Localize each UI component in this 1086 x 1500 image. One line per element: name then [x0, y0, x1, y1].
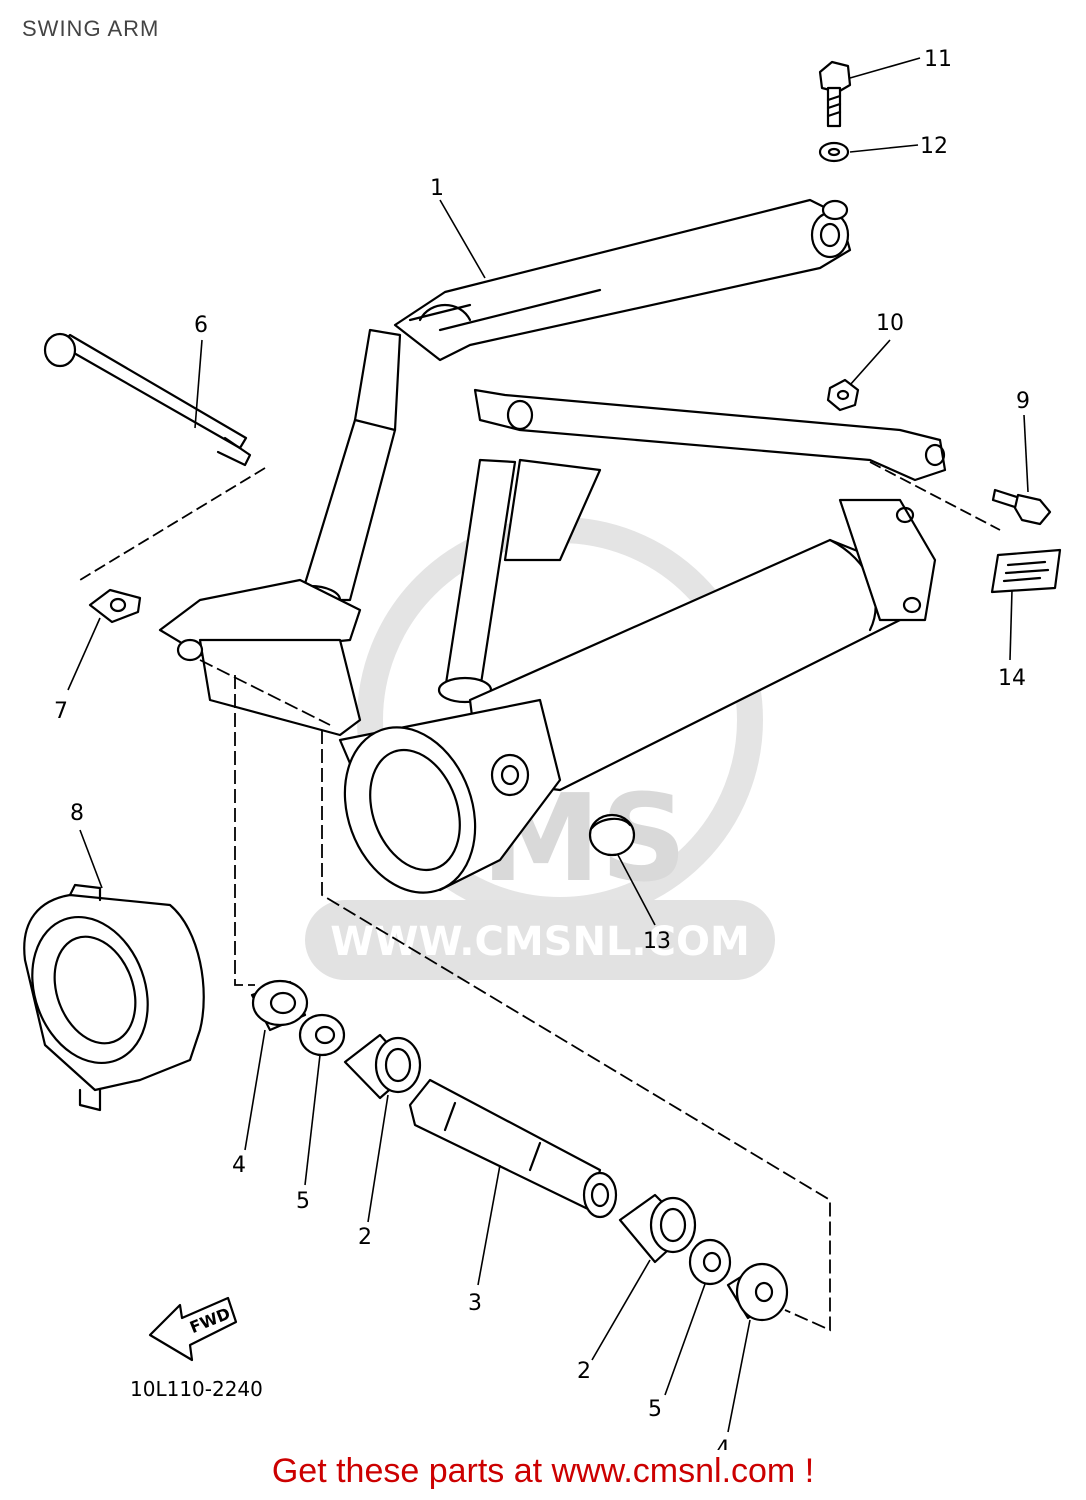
callout-13: 13	[643, 929, 671, 954]
part-3-collar-shaft[interactable]	[408, 1078, 618, 1219]
callout-7: 7	[54, 699, 68, 724]
callout-6: 6	[194, 313, 208, 338]
callout-10: 10	[876, 311, 904, 336]
diagram-title: SWING ARM	[22, 16, 160, 41]
watermark-url: WWW.CMSNL.COM	[330, 919, 750, 965]
callout-labels: 1 11 12 10 6 9 7 14 8 13 4 5 2 3 2 5 4	[54, 47, 1030, 1450]
callout-3: 3	[468, 1291, 482, 1316]
callout-9: 9	[1016, 389, 1030, 414]
part-2-bearing-right[interactable]	[618, 1193, 697, 1264]
part-12-nut[interactable]	[818, 141, 850, 163]
part-1-swing-arm[interactable]	[158, 198, 947, 911]
part-14-label-plate[interactable]	[990, 548, 1062, 594]
callout-1: 1	[430, 176, 444, 201]
callout-8: 8	[70, 801, 84, 826]
callout-5-right: 5	[648, 1397, 662, 1422]
callout-4-right: 4	[716, 1437, 730, 1450]
drawing-code: 10L110-2240	[130, 1377, 263, 1401]
part-8-dust-boot[interactable]	[13, 883, 205, 1112]
callout-11: 11	[924, 47, 952, 72]
footer-link[interactable]: Get these parts at www.cmsnl.com !	[271, 1452, 815, 1490]
part-6-pivot-shaft[interactable]	[43, 332, 252, 467]
part-9-bolt[interactable]	[991, 488, 1052, 526]
callout-5-left: 5	[296, 1189, 310, 1214]
part-5-washer-left[interactable]	[298, 1013, 346, 1057]
alignment-lines	[79, 461, 1001, 1332]
part-4-oil-seal-left[interactable]	[250, 979, 309, 1032]
callout-14: 14	[998, 666, 1026, 691]
callout-12: 12	[920, 134, 948, 159]
part-2-bearing-left[interactable]	[343, 1033, 422, 1100]
part-4-oil-seal-right[interactable]	[726, 1262, 789, 1322]
leader-lines	[67, 57, 1029, 1433]
part-5-washer-right[interactable]	[688, 1238, 732, 1286]
fwd-arrow-icon: FWD	[148, 1296, 238, 1362]
part-10-nut[interactable]	[826, 378, 860, 412]
part-11-bolt[interactable]	[818, 60, 852, 128]
swing-arm-diagram: CMS WWW.CMSNL.COM	[13, 47, 1062, 1450]
part-7-lock-washer[interactable]	[88, 588, 142, 624]
callout-2-left: 2	[358, 1225, 372, 1250]
part-13-cap[interactable]	[588, 813, 636, 857]
callout-4-left: 4	[232, 1153, 246, 1178]
callout-2-right: 2	[577, 1359, 591, 1384]
